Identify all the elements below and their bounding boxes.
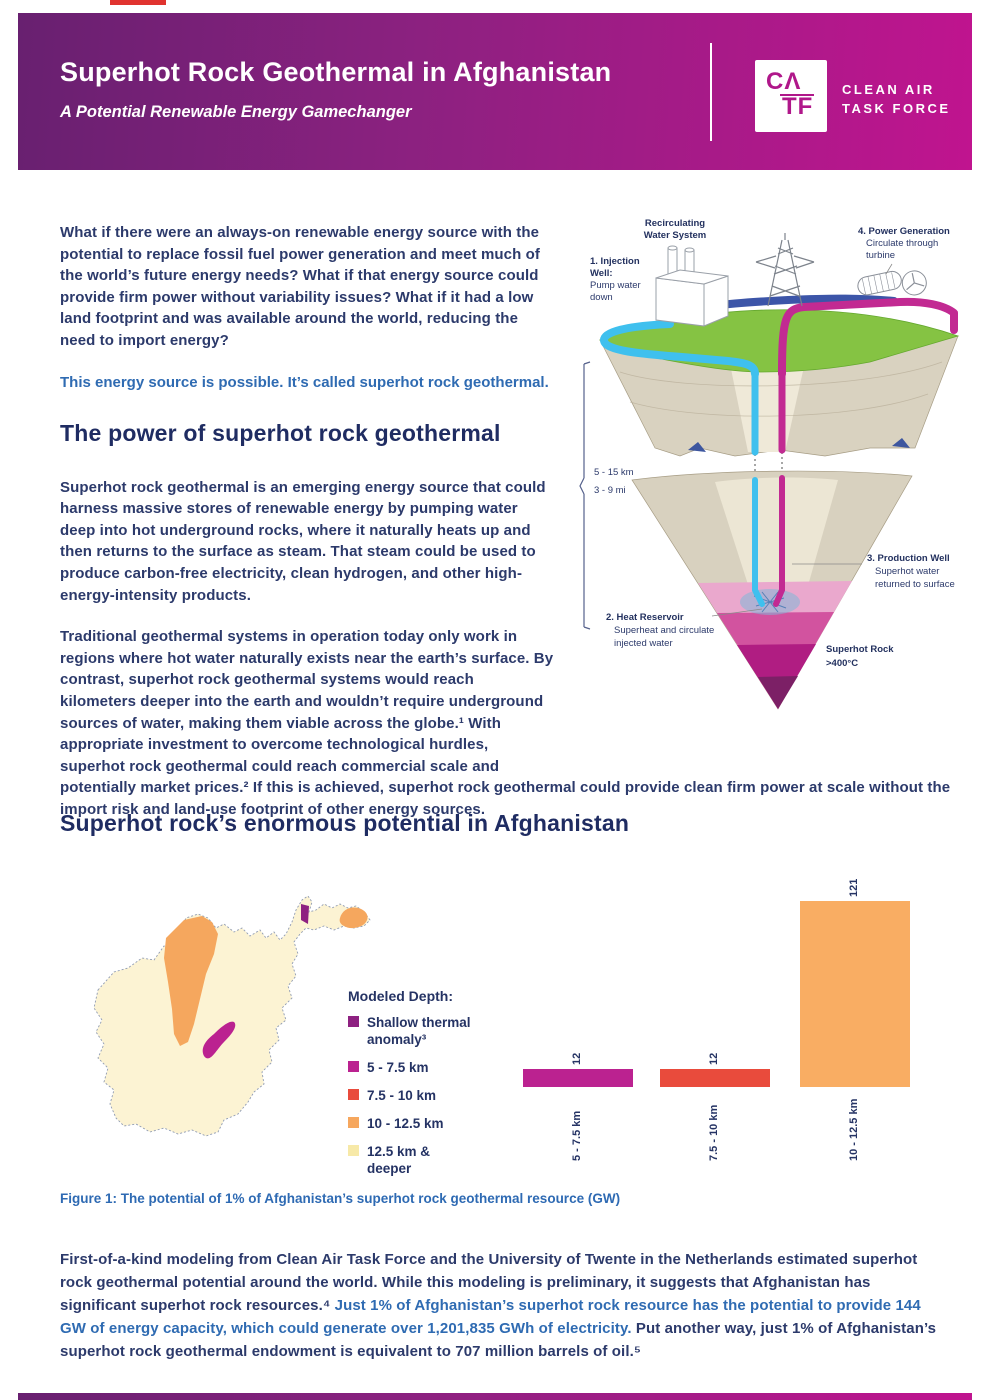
- production-label-1: 3. Production Well: [867, 553, 950, 564]
- legend-title: Modeled Depth:: [348, 988, 453, 1004]
- earth-cutaway-illustration: 5 - 15 km 3 - 9 mi: [579, 218, 960, 710]
- legend-swatch-shallow: [348, 1016, 359, 1027]
- recirculating-label-1: Recirculating: [645, 218, 705, 229]
- power-paragraph-2: Traditional geothermal systems in operat…: [60, 628, 951, 818]
- map-region-magenta-center: [202, 1021, 236, 1059]
- recirculating-label-2: Water System: [644, 230, 706, 241]
- potential-bar-chart: 12 12 121 5 - 7.5 km 7.5 - 10 km 10 - 12…: [515, 865, 920, 1165]
- bar-value-label: 12: [708, 1052, 720, 1065]
- afghanistan-map: [66, 874, 376, 1152]
- catf-logo-line1: CΛ: [766, 68, 802, 95]
- cold-water-pipe: [600, 320, 759, 378]
- intro-highlight: This energy source is possible. It’s cal…: [60, 373, 549, 391]
- legend-swatch-deeper: [348, 1145, 359, 1156]
- main-content: 5 - 15 km 3 - 9 mi: [60, 218, 965, 840]
- depth-bracket: [579, 361, 591, 630]
- header-divider: [710, 43, 712, 141]
- hot-steam-pipe: [778, 297, 958, 378]
- transmission-tower-icon: [755, 233, 815, 307]
- legend-item: 10 - 12.5 km: [348, 1115, 508, 1132]
- injection-label-2: Well:: [590, 268, 613, 279]
- depth-mi-label: 3 - 9 mi: [594, 485, 626, 496]
- legend-item: 5 - 7.5 km: [348, 1059, 508, 1076]
- water-plant-icon: [655, 245, 729, 327]
- reservoir-label-2: Superheat and circulate: [614, 625, 714, 636]
- map-region-shallow-anomaly: [301, 904, 309, 924]
- legend-swatch-7-5-10: [348, 1089, 359, 1100]
- section-heading-power: The power of superhot rock geothermal: [60, 419, 501, 446]
- reservoir-label-3: injected water: [614, 638, 673, 649]
- superhot-rock-label-2: >400°C: [826, 658, 858, 669]
- injection-label-4: down: [590, 292, 613, 303]
- catf-logo-rule: [780, 94, 814, 96]
- bar-10-12-5km: [800, 901, 910, 1087]
- injection-label-1: 1. Injection: [590, 256, 640, 267]
- bar-value-label: 12: [571, 1052, 583, 1065]
- page-title: Superhot Rock Geothermal in Afghanistan: [60, 57, 612, 87]
- bar-category-label: 5 - 7.5 km: [571, 1110, 583, 1161]
- legend-item: 12.5 km & deeper: [348, 1143, 508, 1177]
- figure-caption: Figure 1: The potential of 1% of Afghani…: [60, 1191, 621, 1206]
- catf-logo-line2: TF: [782, 93, 814, 120]
- turbine-icon: [857, 270, 927, 296]
- legend-item: 7.5 - 10 km: [348, 1087, 508, 1104]
- depth-km-label: 5 - 15 km: [594, 467, 634, 478]
- closing-part1: First-of-a-kind modeling from Clean Air …: [60, 1251, 918, 1314]
- catf-wordmark: CLEAN AIR TASK FORCE: [842, 82, 951, 116]
- closing-paragraph: First-of-a-kind modeling from Clean Air …: [60, 1248, 938, 1363]
- production-well-lower: [773, 475, 785, 607]
- footer-banner-edge: [18, 1393, 972, 1400]
- power-gen-label-2: Circulate through: [866, 238, 938, 249]
- bar-category-label: 10 - 12.5 km: [848, 1098, 860, 1161]
- power-gen-label-1: 4. Power Generation: [858, 226, 950, 237]
- hot-zone-tip: [758, 676, 798, 709]
- geothermal-system-diagram: 5 - 15 km 3 - 9 mi: [570, 212, 970, 757]
- legend-item: Shallow thermal anomaly³: [348, 1014, 508, 1048]
- production-label-3: returned to surface: [875, 579, 955, 590]
- legend-swatch-5-7-5: [348, 1061, 359, 1072]
- lower-earth-block: [631, 470, 913, 710]
- legend-swatch-10-12-5: [348, 1117, 359, 1128]
- injection-label-3: Pump water: [590, 280, 641, 291]
- production-label-2: Superhot water: [875, 566, 939, 577]
- map-region-orange-northeast: [339, 907, 368, 929]
- injection-well-lower: [752, 477, 765, 607]
- page-subtitle: A Potential Renewable Energy Gamechanger: [60, 103, 412, 121]
- power-gen-label-3: turbine: [866, 250, 895, 261]
- header-banner: Superhot Rock Geothermal in Afghanistan …: [18, 13, 972, 170]
- section-heading-potential: Superhot rock’s enormous potential in Af…: [60, 810, 630, 836]
- hot-zone-deep: [737, 644, 816, 709]
- intro-paragraph: What if there were an always-on renewabl…: [60, 224, 541, 349]
- page-edge-red-mark: [110, 0, 166, 5]
- bar-7-5-10km: [660, 1069, 770, 1087]
- superhot-rock-label-1: Superhot Rock: [826, 644, 894, 655]
- bar-value-label: 121: [848, 878, 860, 897]
- leader-lines: [711, 263, 893, 617]
- catf-logo-icon: CΛ TF: [755, 60, 827, 132]
- map-legend: Modeled Depth: Shallow thermal anomaly³ …: [348, 988, 508, 1188]
- bar-category-label: 7.5 - 10 km: [708, 1104, 720, 1161]
- map-region-orange-northwest: [164, 916, 218, 1046]
- bar-5-7-5km: [523, 1069, 633, 1087]
- afghanistan-map-svg: [93, 895, 371, 1137]
- reservoir-label-1: 2. Heat Reservoir: [606, 612, 684, 623]
- closing-part2: Put another way, just 1% of Afghanistan’…: [60, 1320, 937, 1360]
- power-paragraph-1: Superhot rock geothermal is an emerging …: [60, 478, 546, 604]
- map-region-base: [93, 895, 371, 1137]
- closing-highlight: Just 1% of Afghanistan’s superhot rock r…: [60, 1297, 921, 1337]
